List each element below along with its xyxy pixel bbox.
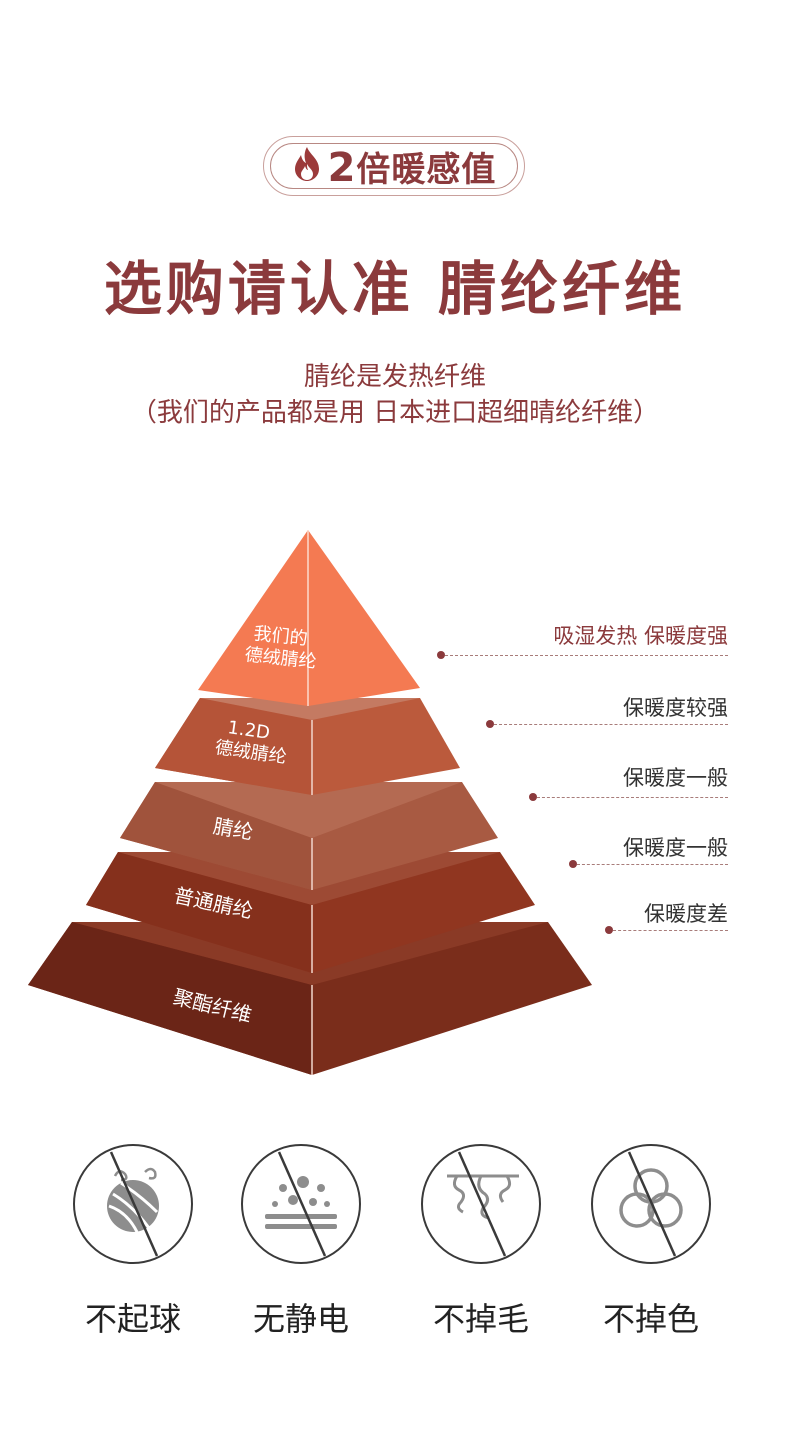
warmth-badge: 2倍暖感值 bbox=[263, 136, 525, 196]
feature-label-no-shedding: 不掉毛 bbox=[432, 1300, 529, 1338]
warmth-dot-4 bbox=[569, 860, 577, 868]
warmth-dot-1 bbox=[437, 651, 445, 659]
warmth-label-3: 保暖度一般 bbox=[623, 766, 728, 790]
feature-no-pilling: 不起球 bbox=[70, 1144, 196, 1340]
lint-fluff-icon bbox=[421, 1144, 541, 1264]
flame-icon bbox=[292, 146, 322, 186]
pyramid-level-common-acrylic: 普通腈纶 bbox=[86, 852, 535, 973]
warmth-label-5: 保暖度差 bbox=[644, 902, 728, 926]
pyramid-level-ours: 我们的 德绒腈纶 bbox=[198, 530, 420, 706]
fiber-pyramid: 聚酯纤维 普通腈纶 腈纶 1.2D 德绒腈纶 我们的 德绒腈纶 bbox=[28, 530, 592, 1075]
warmth-line-5 bbox=[613, 930, 728, 931]
badge-number: 2 bbox=[327, 144, 357, 191]
headline: 选购请认准 腈纶纤维 bbox=[103, 255, 687, 323]
pyramid-level-acrylic: 腈纶 bbox=[120, 782, 498, 890]
subtitle-line-2: （我们的产品都是用 日本进口超细晴纶纤维） bbox=[130, 398, 660, 428]
warmth-badge-inner: 2倍暖感值 bbox=[270, 142, 518, 191]
feature-no-shedding: 不掉毛 bbox=[418, 1144, 544, 1340]
warmth-dot-5 bbox=[605, 926, 613, 934]
warmth-label-1: 吸湿发热 保暖度强 bbox=[553, 624, 728, 648]
feature-no-static: 无静电 bbox=[238, 1144, 364, 1340]
warmth-dot-3 bbox=[529, 793, 537, 801]
warmth-line-3 bbox=[537, 797, 728, 798]
subtitle-line-1: 腈纶是发热纤维 bbox=[303, 362, 486, 392]
feature-label-no-pilling: 不起球 bbox=[84, 1300, 181, 1338]
yarn-ball-icon bbox=[73, 1144, 193, 1264]
pyramid-level-1-2d: 1.2D 德绒腈纶 bbox=[155, 698, 460, 795]
badge-label: 倍暖感值 bbox=[356, 149, 497, 190]
feature-label-no-fading: 不掉色 bbox=[602, 1300, 699, 1338]
badge-text: 2倍暖感值 bbox=[328, 142, 497, 191]
static-particles-icon bbox=[241, 1144, 361, 1264]
warmth-dot-2 bbox=[486, 720, 494, 728]
warmth-line-4 bbox=[577, 864, 728, 865]
feature-no-fading: 不掉色 bbox=[588, 1144, 714, 1340]
color-circles-icon bbox=[591, 1144, 711, 1264]
warmth-line-2 bbox=[494, 724, 728, 725]
feature-label-no-static: 无静电 bbox=[252, 1300, 349, 1338]
warmth-label-2: 保暖度较强 bbox=[623, 696, 728, 720]
warmth-line-1 bbox=[445, 655, 728, 656]
warmth-label-4: 保暖度一般 bbox=[623, 836, 728, 860]
